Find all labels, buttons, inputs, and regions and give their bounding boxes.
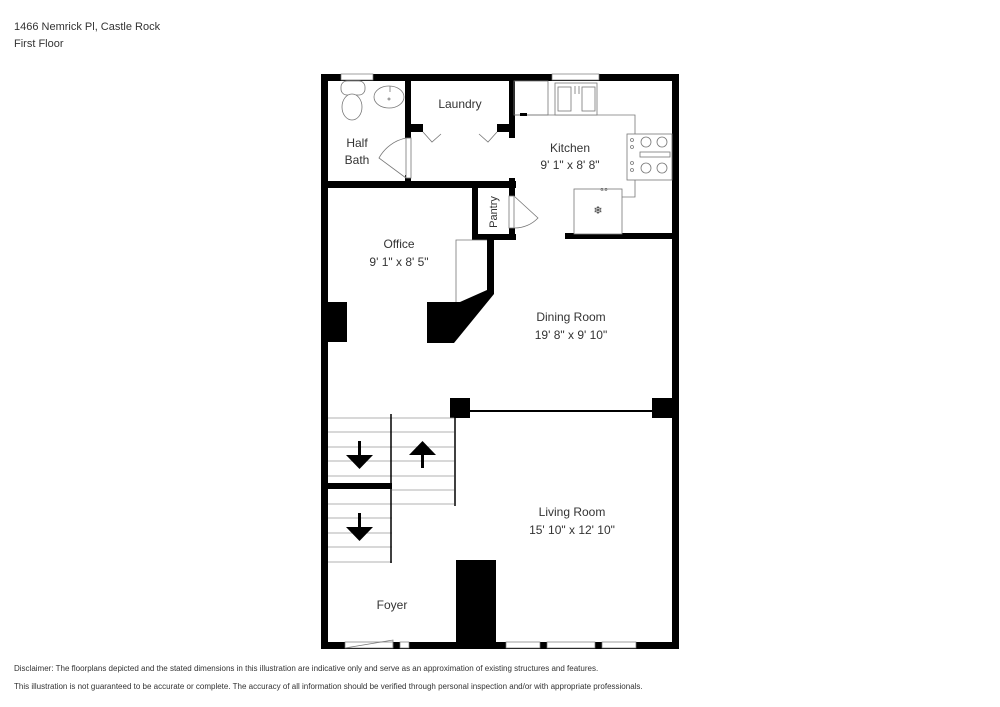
property-address: 1466 Nemrick Pl, Castle Rock (14, 21, 161, 33)
window-bottom-living (505, 641, 637, 649)
room-label-half-bath: Half (346, 136, 368, 150)
room-dims-living: 15' 10" x 12' 10" (529, 523, 615, 537)
refrigerator-icon: ❄ o.o (573, 187, 623, 235)
room-dims-office: 9' 1" x 8' 5" (369, 255, 428, 269)
room-label-half-bath-2: Bath (345, 153, 370, 167)
window-bottom-foyer (399, 641, 410, 649)
arrow-down-icon (346, 441, 373, 469)
arrow-up-icon (409, 441, 436, 468)
room-dims-dining: 19' 8" x 9' 10" (535, 328, 607, 342)
room-label-living: Living Room (539, 505, 606, 519)
room-label-pantry: Pantry (488, 196, 500, 228)
svg-text:❄: ❄ (593, 205, 602, 217)
disclaimer-line-2: This illustration is not guaranteed to b… (14, 682, 643, 691)
laundry-doors[interactable] (422, 131, 498, 143)
window-top-kitchen (551, 73, 600, 81)
window-top-bath (340, 73, 374, 81)
floor-label: First Floor (14, 38, 64, 50)
sink-icon (373, 85, 405, 109)
toilet-icon (340, 80, 366, 121)
outer-walls (321, 74, 679, 649)
room-label-laundry: Laundry (438, 97, 481, 111)
disclaimer-line-1: Disclaimer: The floorplans depicted and … (14, 664, 599, 673)
arrow-down-icon (346, 513, 373, 541)
room-label-office: Office (383, 237, 414, 251)
room-dims-kitchen: 9' 1" x 8' 8" (540, 158, 599, 172)
office-closet-lines (455, 239, 487, 302)
front-door[interactable] (344, 639, 394, 649)
stove-icon (626, 133, 673, 181)
room-label-kitchen: Kitchen (550, 141, 590, 155)
pantry-door[interactable] (508, 195, 539, 229)
double-sink-icon (554, 82, 598, 116)
room-label-foyer: Foyer (377, 598, 408, 612)
room-label-dining: Dining Room (536, 310, 605, 324)
half-bath-door[interactable] (378, 137, 412, 179)
interior-walls (328, 78, 672, 642)
svg-text:o.o: o.o (601, 187, 608, 193)
